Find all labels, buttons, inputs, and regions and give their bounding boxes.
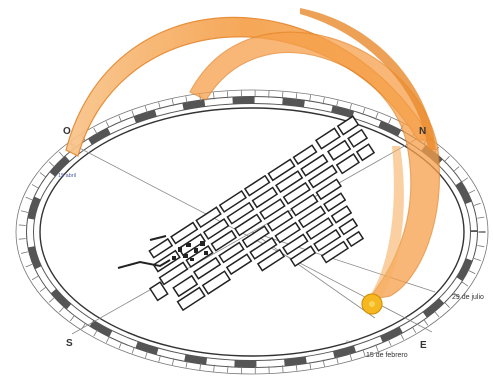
sun xyxy=(361,293,383,315)
city-block xyxy=(202,218,230,240)
sun-descent-band xyxy=(366,146,404,302)
south-north-line xyxy=(71,135,423,335)
city-block xyxy=(290,193,319,217)
city-block xyxy=(313,228,342,252)
city-block xyxy=(320,240,350,264)
city-block xyxy=(256,248,286,272)
winter-sun-arc xyxy=(189,31,441,301)
plaza-detail xyxy=(172,256,176,260)
city-block xyxy=(300,153,329,177)
cardinal-west: O xyxy=(63,126,71,137)
city-block xyxy=(226,201,255,225)
plaza-cluster xyxy=(172,241,208,261)
city-block xyxy=(148,281,169,302)
city-block xyxy=(225,253,253,276)
city-block xyxy=(148,237,174,259)
sunset-date-label: 29 de julio xyxy=(452,294,484,301)
city-block-group xyxy=(148,115,376,312)
city-block xyxy=(195,206,222,229)
cardinal-north: N xyxy=(419,126,426,137)
plaza-detail xyxy=(194,248,198,253)
city-block xyxy=(305,217,334,241)
city-block xyxy=(282,181,311,205)
plaza-detail xyxy=(200,241,205,246)
city-block xyxy=(330,205,353,224)
horizon-inner-circle xyxy=(39,107,465,357)
city-block xyxy=(234,213,263,237)
city-block xyxy=(243,174,271,197)
plaza-detail xyxy=(190,258,194,261)
sun-path-arcs xyxy=(65,8,441,302)
city-block xyxy=(282,233,309,256)
city-block xyxy=(336,115,360,136)
city-block xyxy=(201,270,232,295)
plaza-detail xyxy=(186,243,191,247)
city-block xyxy=(347,128,369,148)
plaza-detail xyxy=(178,247,182,252)
city-block xyxy=(275,170,304,194)
horizon-ring xyxy=(15,89,489,375)
city-block xyxy=(218,189,247,213)
city-block xyxy=(307,164,338,189)
city-block xyxy=(314,127,341,150)
city-block xyxy=(355,143,376,162)
city-block xyxy=(192,256,222,280)
city-block xyxy=(249,236,278,260)
city-block xyxy=(345,230,365,248)
city-block xyxy=(315,178,342,201)
city-block xyxy=(274,221,301,244)
city-block xyxy=(292,144,318,165)
city-block xyxy=(338,217,359,236)
sun-label: Sol xyxy=(346,339,352,344)
horizon-scale-ticks xyxy=(18,90,486,374)
city-block xyxy=(327,139,352,161)
city-block xyxy=(251,186,279,209)
city-block xyxy=(241,225,270,249)
city-plan xyxy=(117,115,376,312)
plaza-detail xyxy=(204,251,208,255)
city-block xyxy=(210,229,238,252)
city-block xyxy=(259,198,286,221)
plaza-detail xyxy=(183,254,188,258)
city-block xyxy=(218,241,245,264)
sunrise-date-label: 15 de febrero xyxy=(366,352,408,359)
cardinal-south: S xyxy=(66,338,73,349)
sun-center xyxy=(369,301,375,307)
city-block xyxy=(170,221,199,245)
access-road xyxy=(117,259,171,269)
access-road xyxy=(149,235,167,241)
cardinal-east: E xyxy=(420,340,427,351)
city-block xyxy=(158,261,189,286)
city-block xyxy=(266,209,294,232)
city-block xyxy=(289,245,317,268)
city-block xyxy=(297,205,327,229)
horizon-ring-segments xyxy=(27,97,477,367)
city-block xyxy=(323,192,347,212)
city-block xyxy=(176,286,206,312)
west-point-label: 15 abril xyxy=(58,173,76,179)
city-block xyxy=(267,158,296,182)
horizon-outer-scale xyxy=(15,89,489,375)
city-block xyxy=(335,153,361,175)
city-block xyxy=(172,274,199,298)
